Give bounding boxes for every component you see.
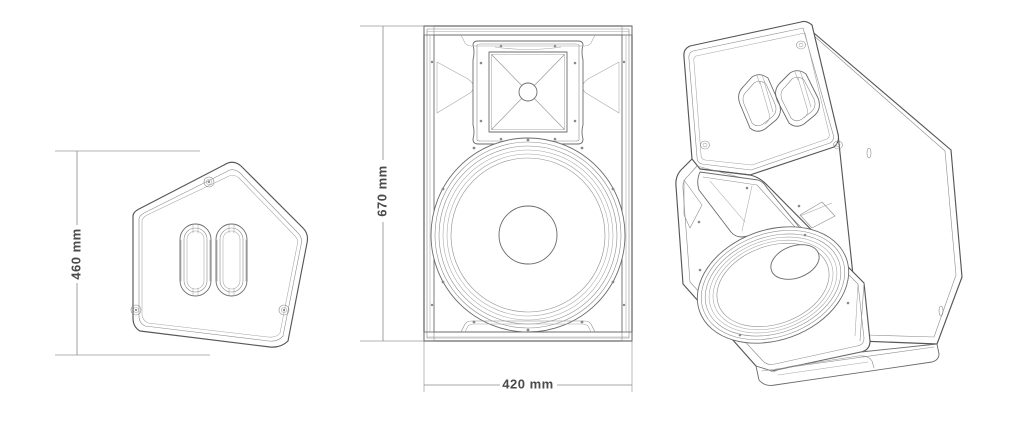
persp-mount-bottom-left — [700, 140, 710, 150]
persp-handle-right — [775, 70, 820, 127]
dimension-460mm: 460 mm — [55, 150, 210, 356]
side-view-group: 460 mm — [55, 150, 309, 356]
side-mount-point-top — [203, 176, 215, 188]
dimension-670mm-label: 670 mm — [374, 165, 389, 216]
dimension-670mm: 670 mm — [360, 25, 424, 342]
side-mount-point-bottom-left — [130, 304, 142, 316]
front-side-rails — [429, 34, 627, 333]
persp-top-face — [683, 20, 840, 176]
persp-mount-bottom-right — [833, 140, 843, 150]
side-mount-point-bottom-right — [278, 304, 290, 316]
front-woofer-driver — [430, 137, 626, 333]
dimension-420mm: 420 mm — [423, 341, 633, 392]
front-top-port — [460, 34, 596, 47]
persp-handle-left — [738, 74, 781, 132]
front-bottom-port — [460, 320, 596, 333]
persp-right-panel — [800, 21, 963, 345]
dimension-460mm-label: 460 mm — [68, 228, 83, 279]
persp-bottom-lip — [755, 343, 940, 386]
persp-horn — [683, 171, 836, 238]
front-top-rail — [423, 25, 633, 36]
side-handle-left — [179, 223, 212, 297]
front-view-group: 670 mm 420 mm — [360, 25, 633, 392]
persp-rear-edge-details — [854, 147, 944, 342]
dimension-420mm-label: 420 mm — [502, 376, 553, 391]
front-horn-assembly — [472, 40, 584, 145]
side-handle-right — [215, 223, 248, 297]
perspective-view-group — [675, 20, 963, 386]
persp-woofer — [696, 226, 850, 344]
persp-mount-top — [796, 40, 806, 50]
